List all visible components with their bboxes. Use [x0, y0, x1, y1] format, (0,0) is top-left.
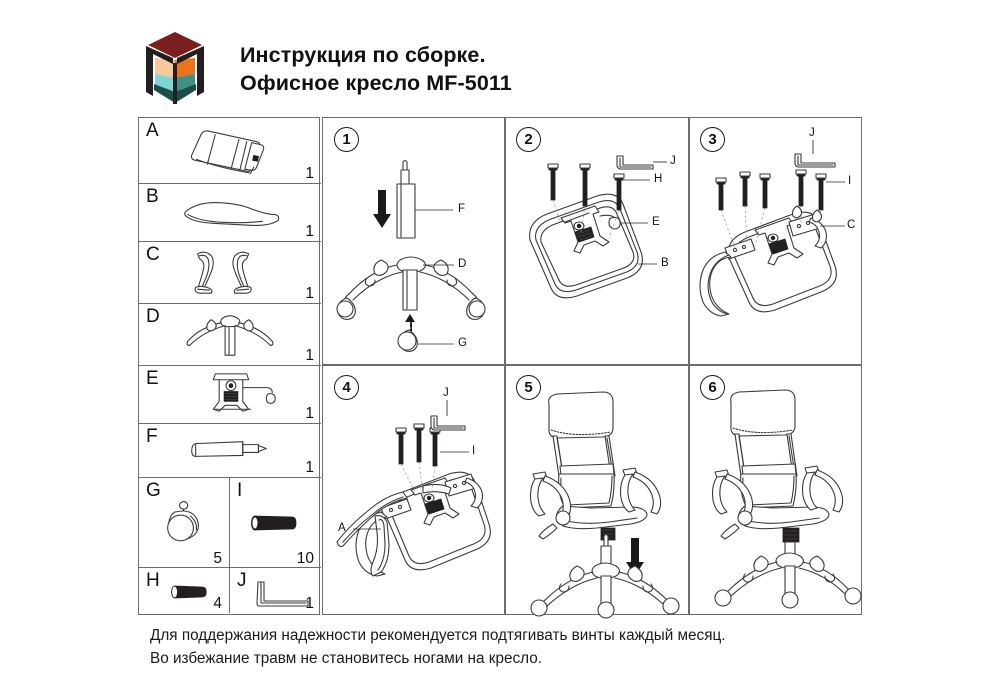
step-panel-5: 5 — [505, 366, 688, 619]
part-label-a: A — [146, 120, 159, 141]
footer-line-1: Для поддержания надежности рекомендуется… — [150, 627, 726, 644]
step-panel-2: 2 — [505, 118, 688, 364]
step-2-callout-j: J — [670, 155, 676, 167]
step-4-callout-j: J — [443, 387, 449, 399]
footer-notes: Для поддержания надежности рекомендуется… — [150, 624, 930, 671]
part-qty-e: 1 — [305, 404, 314, 422]
armrest-pair-icon — [194, 251, 252, 294]
step-3-callout-c: C — [847, 219, 856, 231]
page-title-line-1: Инструкция по сборке. — [240, 42, 486, 67]
part-qty-a: 1 — [305, 164, 314, 182]
step-1-callout-d: D — [458, 258, 467, 270]
part-label-j: J — [237, 570, 247, 591]
parts-cell-h: H 4 — [139, 568, 230, 613]
step-4-callout-a: A — [338, 522, 346, 534]
backrest-icon — [190, 130, 265, 174]
part-label-d: D — [146, 306, 160, 327]
parts-row-f: F 1 — [139, 424, 321, 478]
step-panel-3: 3 — [689, 118, 860, 364]
tilt-mechanism-icon — [212, 373, 276, 412]
part-qty-c: 1 — [305, 284, 314, 302]
parts-row-c: C 1 — [139, 242, 321, 304]
part-qty-i: 10 — [296, 549, 314, 567]
step-number-5: 5 — [516, 375, 541, 400]
step-number-1: 1 — [334, 127, 359, 152]
parts-row-b: B 1 — [139, 184, 321, 242]
parts-row-a: A 1 — [139, 118, 321, 184]
book-cube-logo — [138, 30, 212, 108]
step-1-callout-f: F — [458, 203, 466, 215]
parts-cell-i: I 10 — [230, 478, 321, 568]
step-panel-4: 4 — [323, 366, 504, 614]
footer-line-2: Во избежание травм не становитесь ногами… — [150, 650, 542, 668]
step-number-6: 6 — [700, 375, 725, 400]
step-2-callout-b: B — [661, 257, 669, 269]
part-label-e: E — [146, 368, 159, 389]
document-header: Инструкция по сборке. Офисное кресло MF-… — [138, 28, 858, 110]
gas-cylinder-icon — [191, 441, 267, 457]
step-4-callout-i: I — [472, 445, 476, 457]
step-number-4: 4 — [334, 375, 359, 400]
step-1-callout-g: G — [458, 337, 467, 349]
part-label-g: G — [146, 480, 161, 501]
assembly-steps-grid: 1 — [322, 117, 862, 619]
part-label-h: H — [146, 570, 160, 591]
steps-horizontal-divider — [323, 364, 861, 366]
parts-cell-j: J 1 — [230, 568, 321, 613]
part-qty-j: 1 — [305, 594, 314, 612]
part-qty-f: 1 — [305, 458, 314, 476]
parts-cell-g: G 5 — [139, 478, 230, 568]
part-label-f: F — [146, 426, 158, 447]
part-label-b: B — [146, 186, 159, 207]
step-panel-6: 6 — [689, 366, 862, 614]
part-qty-h: 4 — [213, 594, 222, 612]
part-qty-g: 5 — [213, 549, 222, 567]
step-panel-1: 1 — [323, 118, 504, 364]
bolt-short-icon — [171, 585, 207, 599]
title-block: Инструкция по сборке. Офисное кресло MF-… — [240, 41, 512, 98]
part-label-i: I — [237, 480, 243, 501]
page-title-line-2: Офисное кресло MF-5011 — [240, 71, 512, 95]
bolt-long-icon — [250, 515, 297, 531]
parts-row-d: D 1 — [139, 304, 321, 366]
parts-row-h-j: H 4 J 1 — [139, 568, 321, 613]
caster-wheel-icon — [167, 501, 199, 542]
seat-cushion-icon — [184, 202, 280, 226]
step-number-3: 3 — [700, 127, 725, 152]
step-2-callout-e: E — [652, 216, 660, 228]
allen-key-icon — [256, 581, 309, 607]
step-3-callout-i: I — [848, 175, 852, 187]
parts-row-e: E 1 — [139, 366, 321, 424]
steps-vertical-divider-1 — [504, 118, 506, 614]
step-2-callout-h: H — [654, 173, 663, 185]
part-qty-d: 1 — [305, 346, 314, 364]
step-number-2: 2 — [516, 127, 541, 152]
part-qty-b: 1 — [305, 222, 314, 240]
steps-vertical-divider-2 — [688, 118, 690, 614]
five-star-base-icon — [186, 315, 274, 356]
parts-table: A 1 B 1 C 1 — [138, 117, 321, 615]
step-3-callout-j: J — [809, 127, 815, 139]
parts-row-g-i: G 5 I 10 — [139, 478, 321, 568]
part-label-c: C — [146, 244, 160, 265]
